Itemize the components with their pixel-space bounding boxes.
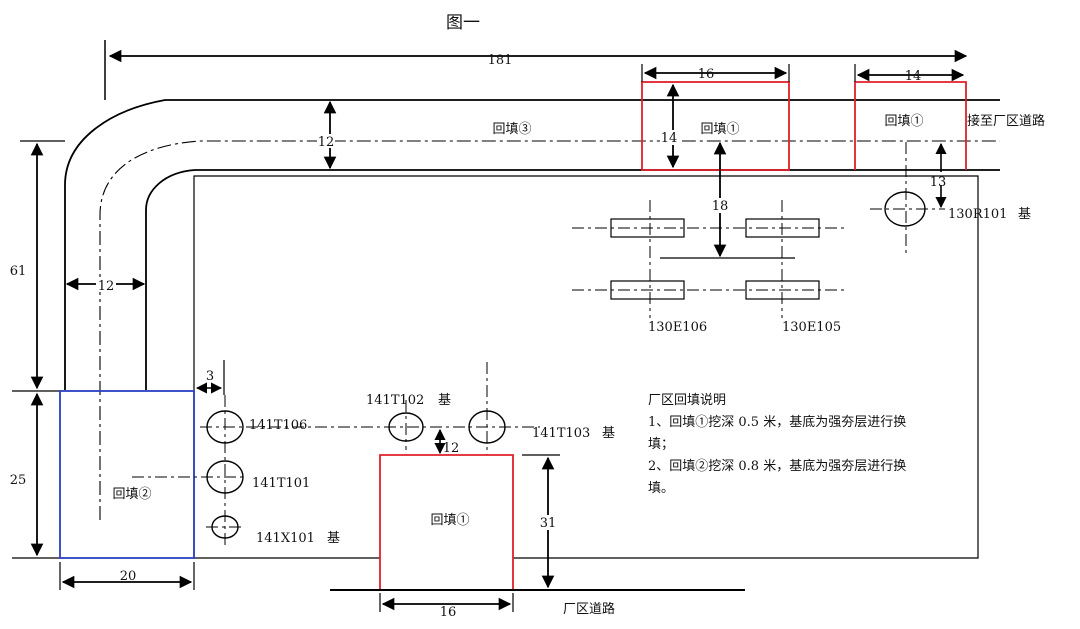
- x101-suffix: 基: [327, 531, 340, 546]
- e105-bottom: [745, 280, 820, 300]
- notes-heading: 厂区回填说明: [648, 393, 727, 408]
- r101-label: 130R101: [948, 207, 1007, 222]
- area-backfill1-top-right: 回填①: [884, 114, 923, 129]
- e106-bottom: [610, 280, 685, 300]
- e106-label: 130E106: [648, 320, 707, 335]
- road-centerline: [99, 140, 1000, 520]
- dim-pad-height: 31: [540, 516, 557, 531]
- t102-tank: [388, 412, 424, 442]
- notes-line1b: 填；: [648, 437, 675, 452]
- e105-top: [745, 218, 820, 238]
- connect-road-label: 接至厂区道路: [967, 113, 1045, 129]
- dim-left-road: 12: [98, 279, 115, 294]
- dim-pad-gap: 12: [443, 441, 460, 456]
- area-backfill1-top-mid: 回填①: [700, 122, 739, 137]
- area-backfill2-box: [59, 390, 195, 559]
- dim-left-lower: 25: [10, 473, 27, 488]
- t101-tank: [206, 460, 244, 494]
- t102-label: 141T102: [366, 393, 424, 408]
- t103-tank: [468, 410, 506, 444]
- t101-label: 141T101: [252, 476, 310, 491]
- t102-suffix: 基: [438, 393, 451, 408]
- notes-line1: 1、回填①挖深 0.5 米，基底为强夯层进行换: [648, 415, 907, 430]
- dim-area2-width: 20: [120, 569, 137, 584]
- notes-line2b: 填。: [648, 481, 675, 496]
- t106-label: 141T106: [249, 418, 307, 433]
- pad-backfill1-bottom: [379, 454, 514, 590]
- area-backfill1-bottom: 回填①: [430, 513, 469, 528]
- t106-tank: [206, 410, 244, 444]
- dim-pad2-width: 14: [905, 69, 922, 84]
- dim-top-road: 12: [318, 135, 335, 150]
- notes-line2: 2、回填②挖深 0.8 米，基底为强夯层进行换: [648, 459, 907, 474]
- plant-road-label: 厂区道路: [563, 601, 615, 617]
- dim-181: 181: [488, 53, 513, 68]
- t103-label: 141T103: [532, 426, 590, 441]
- r101-suffix: 基: [1018, 207, 1031, 222]
- dim-pad1-depth: 14: [661, 131, 678, 146]
- dim-offset13: 13: [930, 175, 947, 190]
- figure-title: 图一: [446, 13, 480, 33]
- x101-unit: [211, 515, 239, 539]
- x101-label: 141X101: [256, 531, 315, 546]
- road-inner-edge: [145, 169, 640, 390]
- dim-bottom-pad-width: 16: [440, 605, 457, 620]
- dim-offset18: 18: [712, 199, 729, 214]
- plant-boundary: [193, 175, 979, 559]
- e106-top: [610, 218, 685, 238]
- area-backfill3: 回填③: [492, 122, 531, 137]
- dim-gap3: 3: [206, 369, 214, 384]
- e105-label: 130E105: [782, 320, 841, 335]
- road-outer-edge: [64, 99, 1000, 390]
- t103-suffix: 基: [602, 426, 615, 441]
- dim-pad1-width: 16: [698, 67, 715, 82]
- backfill-notes: 厂区回填说明 1、回填①挖深 0.5 米，基底为强夯层进行换 填； 2、回填②挖…: [648, 390, 948, 500]
- pad-backfill1-top-right: [854, 81, 967, 170]
- r101-vessel: [884, 191, 926, 227]
- area-backfill2: 回填②: [112, 487, 151, 502]
- dim-left-upper: 61: [10, 264, 27, 279]
